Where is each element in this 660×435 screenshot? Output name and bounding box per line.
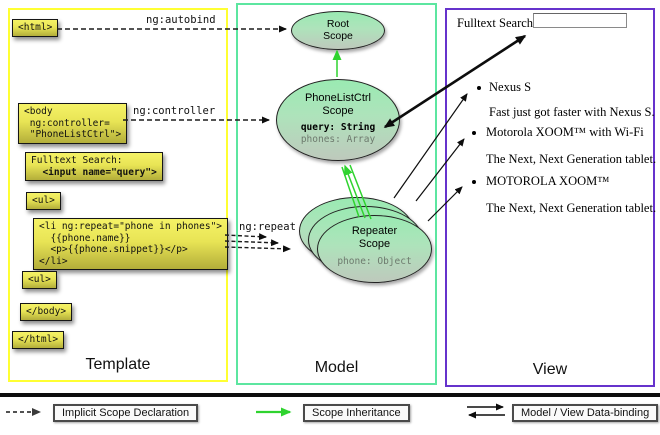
phones-property: phones: Array [300, 134, 376, 145]
legend-binding-box: Model / View Data-binding [512, 404, 659, 422]
root-scope-title: Root Scope [323, 18, 353, 43]
repeater-scope-title: Repeater Scope [351, 225, 398, 250]
phonelistctrl-scope-ellipse: PhoneListCtrl Scope query: String phones… [276, 79, 400, 161]
model-label: Model [314, 359, 359, 376]
template-panel: Template [8, 8, 228, 382]
phone-name: Motorola XOOM™ with Wi-Fi [486, 125, 644, 139]
code-html-close: </html> [12, 331, 65, 349]
phone-name: MOTOROLA XOOM™ [486, 174, 610, 188]
ng-repeat-label: ng:repeat [239, 221, 296, 233]
view-panel: View [445, 8, 655, 387]
phone-snippet: Fast just got faster with Nexus S. [489, 105, 655, 119]
phonelist-scope-title: PhoneListCtrl Scope [304, 92, 372, 117]
repeater-scope-ellipse: Repeater Scope phone: Object [317, 215, 432, 283]
phone-property: phone: Object [337, 256, 412, 267]
root-scope-ellipse: Root Scope [291, 11, 385, 50]
model-panel: Model [236, 3, 437, 385]
bullet-icon [472, 180, 476, 184]
code-fulltext-input: Fulltext Search: <input name="query"> [25, 152, 163, 182]
query-property: query: String [300, 122, 376, 133]
legend-implicit-box: Implicit Scope Declaration [53, 404, 199, 422]
legend-inheritance-box: Scope Inheritance [303, 404, 410, 422]
bullet-icon [477, 86, 481, 90]
code-ul-close: <ul> [22, 271, 57, 289]
code-body-open: <body ng:controller= "PhoneListCtrl"> [18, 103, 128, 144]
ng-controller-label: ng:controller [133, 105, 216, 117]
template-label: Template [85, 356, 151, 373]
fulltext-search-input[interactable] [533, 13, 627, 28]
phone-snippet: The Next, Next Generation tablet. [486, 152, 657, 166]
legend-divider [0, 393, 660, 397]
fulltext-search-label: Fulltext Search: [457, 16, 537, 30]
bullet-icon [472, 131, 476, 135]
code-html-open: <html> [12, 19, 59, 37]
view-label: View [532, 361, 568, 378]
phone-snippet: The Next, Next Generation tablet. [486, 201, 657, 215]
code-body-close: </body> [20, 303, 73, 321]
code-li-repeat: <li ng:repeat="phone in phones"> {{phone… [33, 218, 229, 271]
ng-autobind-label: ng:autobind [146, 14, 216, 26]
phone-name: Nexus S [489, 80, 532, 94]
code-ul-open: <ul> [26, 192, 61, 210]
